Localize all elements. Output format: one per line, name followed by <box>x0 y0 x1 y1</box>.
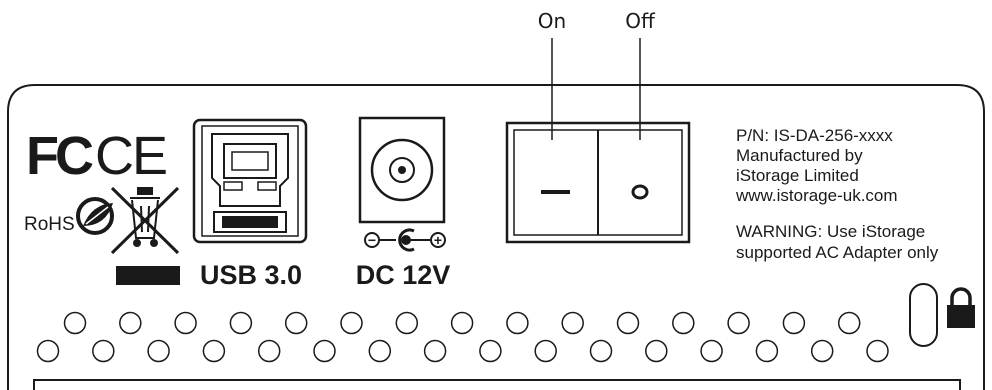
vent-hole <box>174 311 197 335</box>
vent-hole <box>616 311 640 335</box>
vent-hole <box>450 311 474 335</box>
vent-hole <box>866 339 889 363</box>
vent-hole <box>755 339 779 363</box>
crossed-out-wheelie-bin-icon <box>110 186 180 255</box>
padlock-icon <box>947 287 975 328</box>
vent-hole <box>257 339 281 363</box>
vent-hole <box>782 311 806 335</box>
vent-hole <box>36 339 60 363</box>
vent-hole <box>229 311 253 335</box>
vent-hole <box>284 311 308 335</box>
company-name: iStorage Limited <box>736 166 859 185</box>
panel-bottom-slot <box>33 379 961 390</box>
warning-line-1: WARNING: Use iStorage <box>736 222 925 241</box>
vent-hole <box>119 311 142 335</box>
vent-hole <box>506 311 529 335</box>
switch-on-label: On <box>538 9 566 33</box>
vent-hole <box>837 311 861 335</box>
switch-off-symbol <box>631 184 649 200</box>
ventilation-holes <box>36 311 889 363</box>
vent-hole <box>147 339 170 363</box>
switch-off-label: Off <box>625 9 656 33</box>
vent-hole <box>92 339 115 363</box>
vent-hole <box>534 339 557 363</box>
polarity-plus: + <box>434 232 442 248</box>
rohs-label: RoHS <box>24 214 75 235</box>
manufactured-by: Manufactured by <box>736 146 863 165</box>
power-switch <box>505 121 691 244</box>
usb-label: USB 3.0 <box>200 260 302 290</box>
vent-hole <box>423 339 447 363</box>
dc-polarity-symbol <box>364 228 446 252</box>
vent-hole <box>561 311 584 335</box>
vent-hole <box>672 311 695 335</box>
warning-line-2: supported AC Adapter only <box>736 243 939 262</box>
rohs-leaf-icon <box>76 197 114 235</box>
vent-hole <box>810 339 834 363</box>
vent-hole <box>645 339 668 363</box>
dc-jack <box>358 116 446 224</box>
ce-logo: CE <box>95 126 166 186</box>
fcc-logo: FC <box>26 126 93 186</box>
lock-slot <box>909 283 938 347</box>
part-number: P/N: IS-DA-256-xxxx <box>736 126 893 145</box>
polarity-minus: − <box>368 232 376 248</box>
vent-hole <box>63 311 87 335</box>
vent-hole <box>395 311 419 335</box>
usb-port <box>192 118 308 244</box>
vent-hole <box>202 339 226 363</box>
dc-label: DC 12V <box>356 260 451 290</box>
vent-hole <box>700 339 723 363</box>
weee-bar <box>116 266 180 285</box>
vent-hole <box>340 311 363 335</box>
website: www.istorage-uk.com <box>735 186 898 205</box>
switch-on-symbol <box>541 190 570 194</box>
vent-hole <box>313 339 336 363</box>
panel-outline <box>7 84 985 390</box>
vent-hole <box>368 339 392 363</box>
vent-hole <box>589 339 613 363</box>
vent-hole <box>479 339 502 363</box>
vent-hole <box>727 311 750 335</box>
